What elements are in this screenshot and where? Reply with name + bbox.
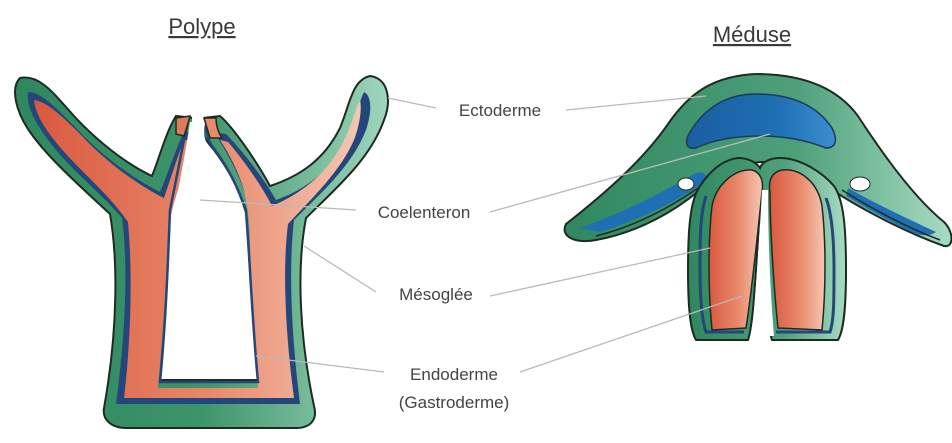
polyp-mouth-gap [192, 104, 204, 132]
polyp-title: Polype [168, 14, 235, 39]
medusa-figure [565, 74, 952, 340]
medusa-title: Méduse [713, 22, 791, 47]
label-endoderm: Endoderme [410, 365, 498, 384]
leader-mesoglea-right [490, 248, 710, 296]
leader-mesoglea-left [304, 246, 376, 292]
label-coelenteron: Coelenteron [378, 203, 471, 222]
label-ectoderm: Ectoderme [459, 101, 541, 120]
medusa-right-canal [850, 177, 870, 191]
medusa-left-canal [678, 178, 694, 190]
medusa-endoderm-right [770, 170, 826, 330]
label-gastroderm: (Gastroderme) [399, 393, 510, 412]
label-mesoglea: Mésoglée [399, 285, 473, 304]
polyp-figure [15, 76, 388, 428]
leader-ectoderm-left [388, 98, 436, 108]
